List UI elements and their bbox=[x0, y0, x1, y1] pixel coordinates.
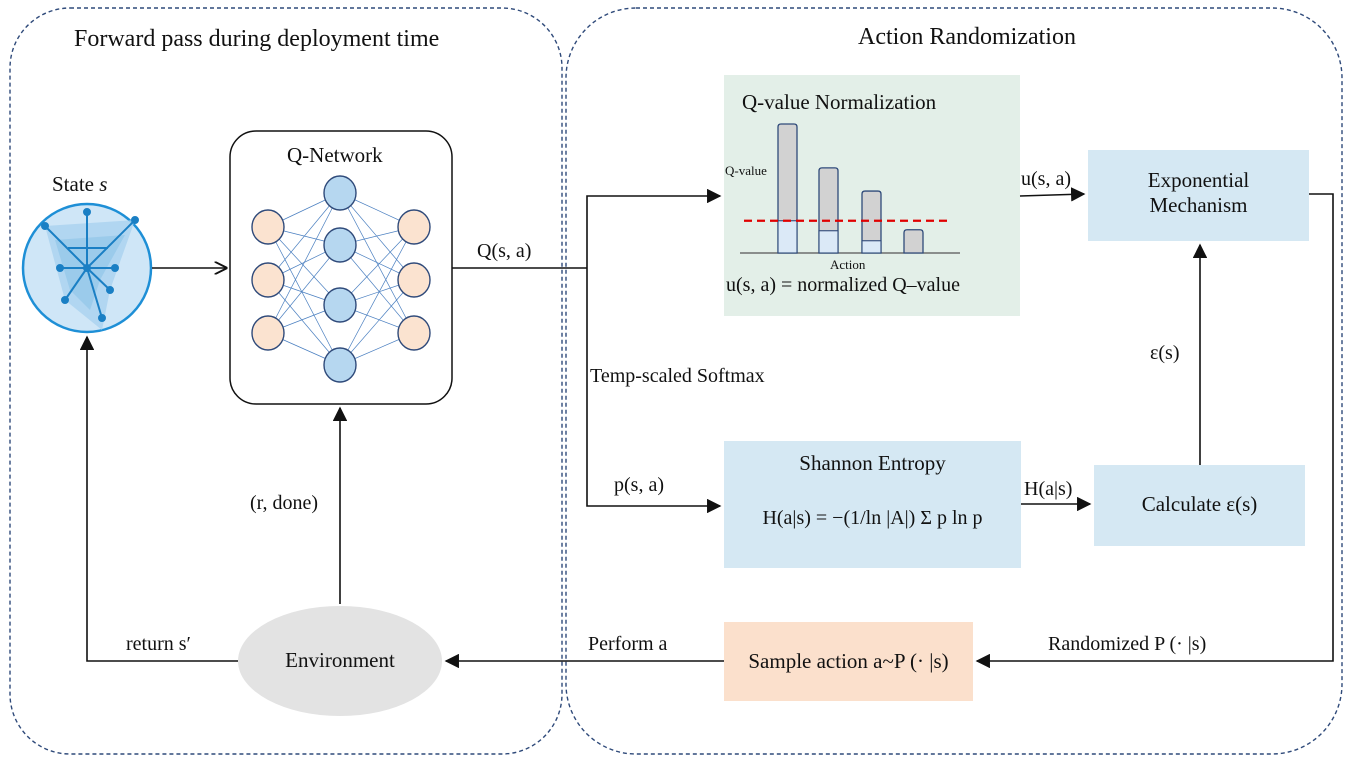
exp-mech-box bbox=[1088, 150, 1309, 241]
qnetwork-title: Q-Network bbox=[287, 143, 383, 167]
state-label: State s bbox=[52, 172, 107, 197]
edge-label-softmax: Temp-scaled Softmax bbox=[590, 365, 765, 387]
qnetwork-output-neuron bbox=[397, 315, 431, 351]
qnorm-bar-normalized bbox=[861, 240, 882, 254]
shannon-box bbox=[724, 441, 1021, 568]
qnetwork-hidden-neuron bbox=[323, 175, 357, 211]
qnetwork-connection bbox=[339, 279, 415, 366]
qnorm-bar bbox=[903, 229, 924, 254]
region-action-randomization bbox=[565, 7, 1343, 755]
qnetwork-hidden-neuron bbox=[323, 227, 357, 263]
qnorm-bar-normalized bbox=[777, 220, 798, 254]
shannon-formula: H(a|s) = −(1/ln |A|) Σ p ln p bbox=[762, 507, 983, 529]
sample-box bbox=[724, 622, 973, 701]
edge-label-p: p(s, a) bbox=[614, 474, 664, 496]
edge-label-perform: Perform a bbox=[588, 633, 668, 655]
edge-label-h: H(a|s) bbox=[1024, 478, 1073, 500]
region-title-action-randomization: Action Randomization bbox=[858, 24, 1076, 50]
shannon-title: Shannon Entropy bbox=[799, 451, 946, 475]
qnorm-bar-normalized bbox=[818, 230, 839, 254]
environment-ellipse bbox=[238, 606, 442, 716]
edge-label-randomized: Randomized P (· |s) bbox=[1048, 633, 1207, 655]
qnorm-bar bbox=[861, 190, 882, 254]
calc-eps-label: Calculate ε(s) bbox=[1141, 492, 1258, 516]
exp-mech-label: Exponential Mechanism bbox=[1088, 168, 1309, 218]
qnorm-bar-chart bbox=[740, 123, 960, 254]
qnetwork-input-neuron bbox=[251, 315, 285, 351]
edge-label-q: Q(s, a) bbox=[477, 240, 532, 262]
calc-eps-box bbox=[1094, 465, 1305, 546]
state-icon bbox=[21, 202, 153, 334]
edge-exp-to-sample bbox=[975, 193, 1334, 669]
qnetwork-connection bbox=[267, 226, 341, 366]
qnetwork-hidden-neuron bbox=[323, 287, 357, 323]
region-title-forward-pass: Forward pass during deployment time bbox=[74, 26, 440, 52]
qnetwork-output-neuron bbox=[397, 262, 431, 298]
qnorm-y-axis-label: Q-value bbox=[725, 163, 767, 178]
qnorm-title: Q-value Normalization bbox=[742, 90, 937, 114]
state-label-var: s bbox=[99, 172, 108, 196]
qnetwork-connection bbox=[267, 244, 341, 334]
environment-label: Environment bbox=[285, 648, 395, 672]
qnetwork-connection bbox=[339, 226, 415, 366]
qnetwork-connection bbox=[267, 192, 341, 281]
edge-to-shannon bbox=[586, 268, 722, 514]
qnetwork-connection bbox=[339, 192, 415, 281]
state-label-prefix: State bbox=[52, 172, 94, 196]
edge-qnorm-to-exp bbox=[1019, 187, 1086, 202]
qnetwork-connection bbox=[339, 244, 415, 334]
edge-label-return: return s′ bbox=[126, 633, 191, 655]
qnetwork-input-neuron bbox=[251, 209, 285, 245]
qnetwork-connection bbox=[267, 192, 341, 334]
exp-mech-line2: Mechanism bbox=[1149, 193, 1248, 217]
qnetwork-connection bbox=[267, 279, 341, 366]
exp-mech-line1: Exponential bbox=[1147, 168, 1250, 192]
edge-env-to-state bbox=[79, 335, 238, 662]
qnetwork-hidden-neuron bbox=[323, 347, 357, 383]
qnetwork-connection bbox=[267, 226, 341, 306]
edge-label-eps: ε(s) bbox=[1150, 342, 1180, 364]
qnetwork-connection bbox=[339, 226, 415, 306]
sample-label: Sample action a~P (· |s) bbox=[748, 649, 949, 673]
edge-label-u: u(s, a) bbox=[1021, 168, 1071, 190]
qnetwork-neurons bbox=[251, 175, 431, 383]
edge-to-qnorm bbox=[586, 188, 722, 268]
edge-label-reward: (r, done) bbox=[250, 492, 319, 514]
qnetwork-input-neuron bbox=[251, 262, 285, 298]
qnetwork-connection bbox=[339, 192, 415, 334]
qnorm-x-axis-label: Action bbox=[830, 257, 866, 272]
qnetwork-output-neuron bbox=[397, 209, 431, 245]
qnorm-formula: u(s, a) = normalized Q–value bbox=[726, 274, 960, 296]
